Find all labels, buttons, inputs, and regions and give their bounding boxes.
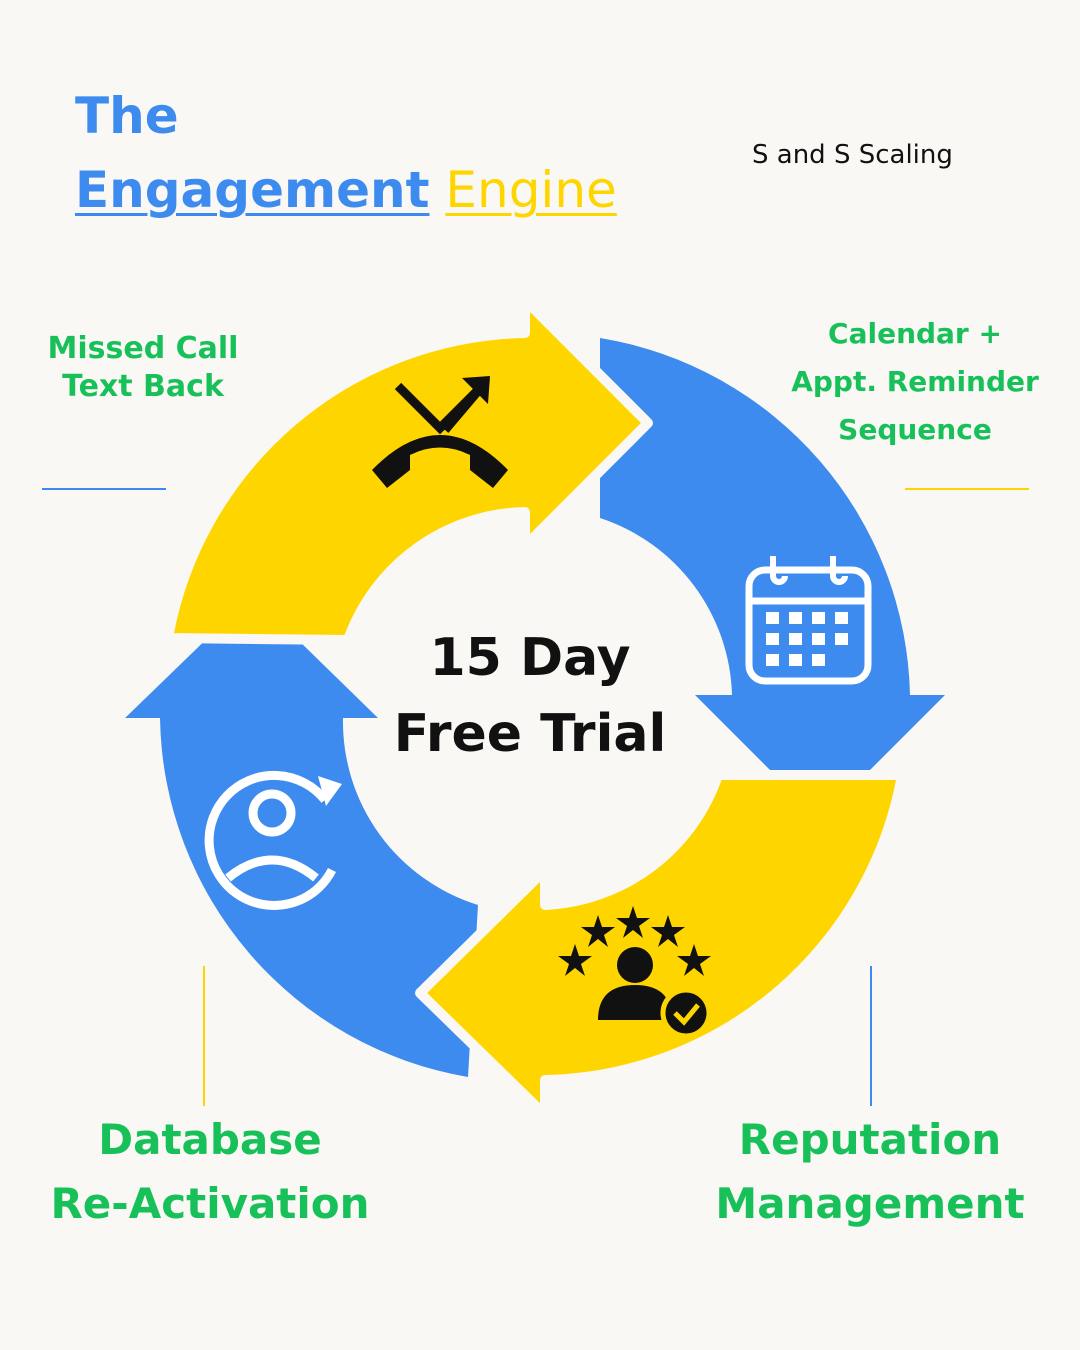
cycle-arrow-reputation [415, 770, 907, 1120]
step-label-line: Missed Call [47, 331, 239, 366]
divider-line [42, 488, 166, 490]
user-refresh-icon [204, 770, 342, 910]
center-free-trial: 15 Day Free Trial [340, 620, 720, 772]
calendar-icon [745, 556, 872, 685]
cycle-arrow-database [125, 595, 478, 1077]
step-label-database: Database Re-Activation [20, 1108, 400, 1236]
title-word-engagement: Engagement [75, 161, 430, 219]
step-label-line: Appt. Reminder [791, 365, 1039, 398]
center-line: Free Trial [393, 704, 667, 764]
step-label-line: Sequence [838, 413, 992, 446]
title-word-engine: Engine [445, 161, 617, 219]
step-label-line: Calendar + [828, 317, 1002, 350]
title-main: Engagement Engine [75, 160, 617, 220]
step-label-calendar: Calendar + Appt. Reminder Sequence [770, 310, 1060, 454]
step-label-missed-call: Missed Call Text Back [28, 330, 258, 405]
divider-line [203, 966, 205, 1106]
step-label-line: Re-Activation [50, 1179, 370, 1228]
brand-name: S and S Scaling [752, 140, 953, 170]
step-label-line: Management [715, 1179, 1025, 1228]
divider-line [905, 488, 1029, 490]
divider-line [870, 966, 872, 1106]
center-line: 15 Day [429, 628, 631, 688]
title-the: The [75, 87, 179, 145]
step-label-line: Text Back [62, 368, 224, 404]
step-label-reputation: Reputation Management [690, 1108, 1050, 1236]
reputation-stars-icon [558, 906, 712, 1039]
step-label-line: Reputation [738, 1115, 1002, 1164]
missed-call-icon [372, 376, 508, 488]
step-label-line: Database [98, 1115, 322, 1164]
